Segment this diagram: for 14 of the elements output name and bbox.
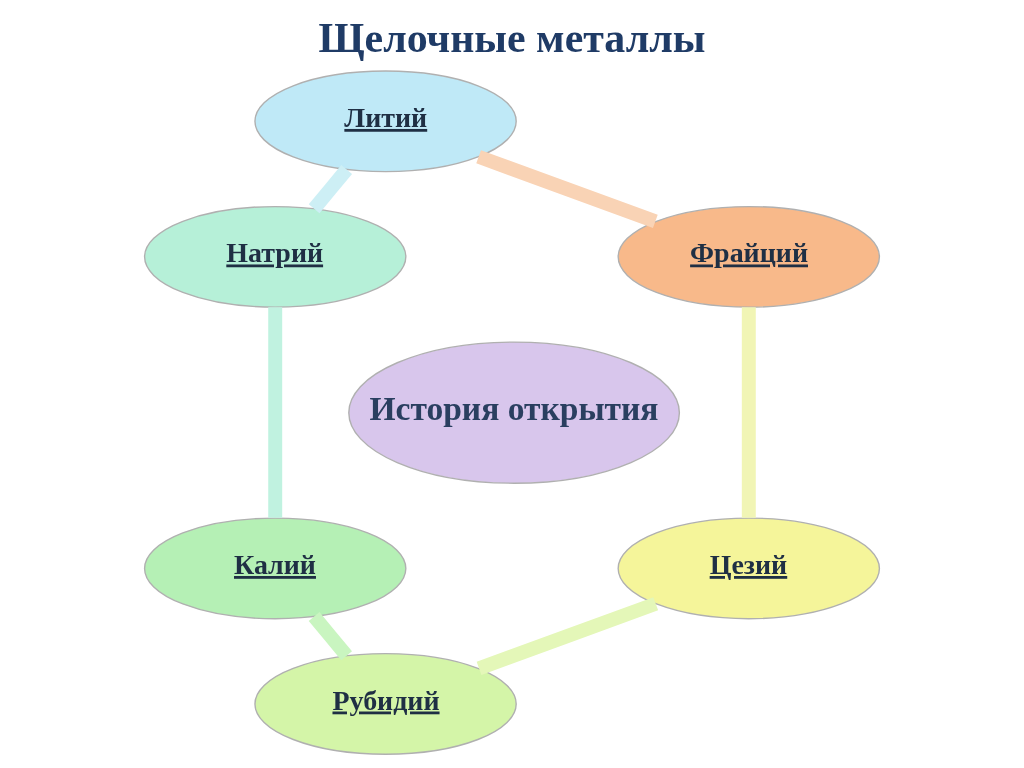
node-ellipse: Рубидий [254,652,517,755]
node-ellipse: Калий [143,517,407,620]
connector [476,150,658,228]
connector [476,597,659,675]
diagram-title: Щелочные металлы [318,14,706,61]
node-ellipse: Цезий [617,517,881,620]
node-ellipse: Литий [254,70,517,173]
connector [741,307,756,518]
connector [308,165,353,214]
node-ellipse: Натрий [143,205,407,308]
connector [308,612,352,661]
node-ellipse: История открытия [348,341,681,484]
node-ellipse: Фрайций [617,205,881,308]
connector [268,307,283,518]
